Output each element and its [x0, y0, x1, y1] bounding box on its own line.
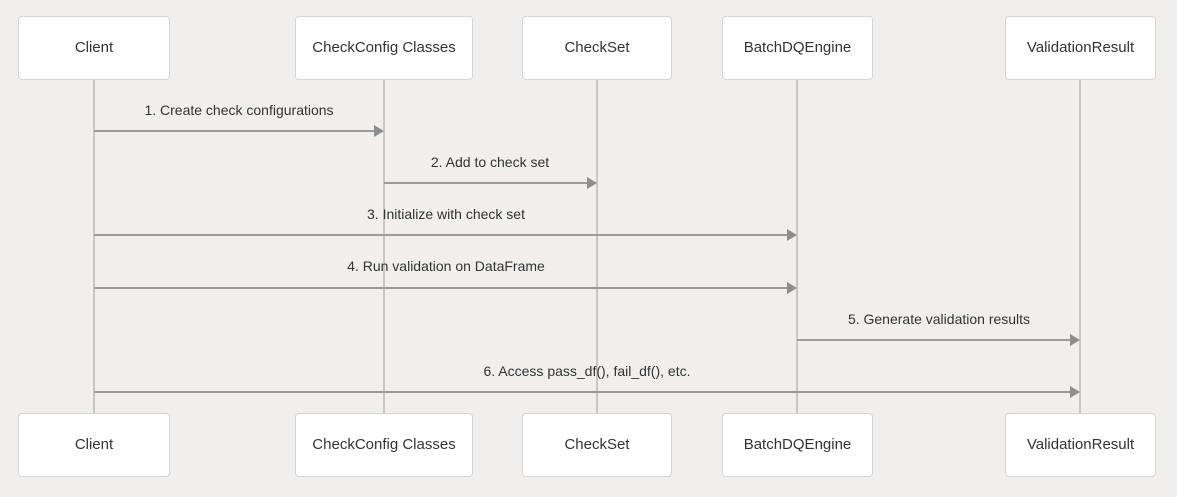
lifeline-checkconfig — [383, 80, 385, 413]
message-line-2 — [384, 182, 587, 184]
message-arrowhead-5 — [1070, 334, 1080, 346]
message-label-5: 5. Generate validation results — [847, 311, 1031, 327]
participant-label-checkset: CheckSet — [564, 39, 630, 57]
participant-label-validationresult: ValidationResult — [1026, 39, 1135, 57]
participant-box-validationresult-top[interactable]: ValidationResult — [1005, 16, 1156, 80]
lifeline-batchdqengine — [796, 80, 798, 413]
message-line-5 — [797, 339, 1070, 341]
participant-box-batchdqengine-bottom[interactable]: BatchDQEngine — [722, 413, 873, 477]
lifeline-validationresult — [1079, 80, 1081, 413]
message-label-2: 2. Add to check set — [430, 154, 550, 170]
participant-label-client: Client — [74, 436, 114, 454]
message-arrowhead-1 — [374, 125, 384, 137]
participant-box-checkconfig-top[interactable]: CheckConfig Classes — [295, 16, 473, 80]
participant-box-checkconfig-bottom[interactable]: CheckConfig Classes — [295, 413, 473, 477]
participant-label-checkconfig: CheckConfig Classes — [312, 39, 456, 57]
participant-box-checkset-bottom[interactable]: CheckSet — [522, 413, 672, 477]
message-label-1: 1. Create check configurations — [144, 102, 334, 118]
participant-label-batchdqengine: BatchDQEngine — [743, 39, 852, 57]
participant-label-checkset: CheckSet — [564, 436, 630, 454]
message-line-4 — [94, 287, 787, 289]
message-line-3 — [94, 234, 787, 236]
message-arrowhead-6 — [1070, 386, 1080, 398]
participant-box-client-top[interactable]: Client — [18, 16, 170, 80]
message-line-6 — [94, 391, 1070, 393]
message-arrowhead-3 — [787, 229, 797, 241]
message-line-1 — [94, 130, 374, 132]
participant-box-validationresult-bottom[interactable]: ValidationResult — [1005, 413, 1156, 477]
participant-label-validationresult: ValidationResult — [1026, 436, 1135, 454]
lifeline-client — [93, 80, 95, 413]
participant-box-checkset-top[interactable]: CheckSet — [522, 16, 672, 80]
message-label-6: 6. Access pass_df(), fail_df(), etc. — [483, 363, 691, 379]
message-arrowhead-4 — [787, 282, 797, 294]
lifeline-checkset — [596, 80, 598, 413]
message-arrowhead-2 — [587, 177, 597, 189]
participant-label-checkconfig: CheckConfig Classes — [312, 436, 456, 454]
message-label-4: 4. Run validation on DataFrame — [347, 258, 545, 274]
participant-label-client: Client — [74, 39, 114, 57]
participant-box-client-bottom[interactable]: Client — [18, 413, 170, 477]
message-label-3: 3. Initialize with check set — [367, 206, 525, 222]
participant-box-batchdqengine-top[interactable]: BatchDQEngine — [722, 16, 873, 80]
participant-label-batchdqengine: BatchDQEngine — [743, 436, 852, 454]
